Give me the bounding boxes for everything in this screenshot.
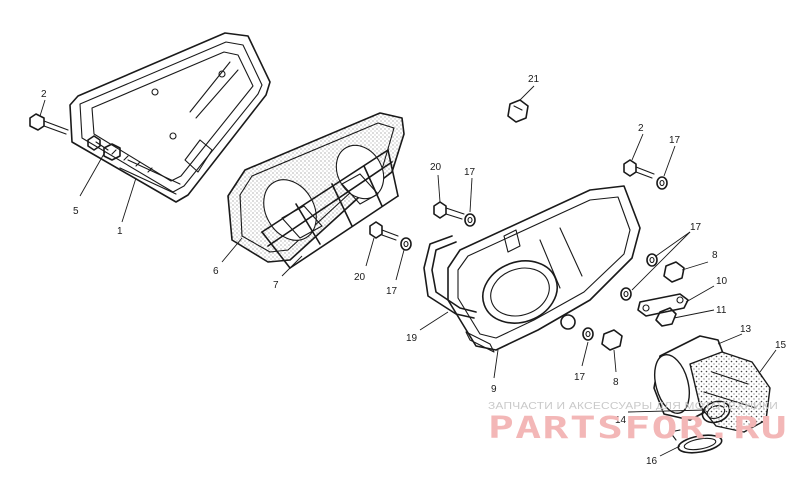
clip [507,99,529,123]
callout-11: 11 [716,305,727,316]
callout-13: 13 [740,324,752,335]
callout-10: 10 [716,276,728,287]
callouts: 2 5 1 6 7 20 17 20 17 21 2 17 17 8 10 11… [41,74,787,467]
watermark-logo: PARTSFOR.RU [488,411,788,446]
breather-pipe [423,235,477,319]
filter-cage [261,149,399,269]
callout-17-bottom: 17 [574,372,586,383]
callout-17-upper: 17 [464,167,476,178]
watermark: ЗАПЧАСТИ И АКСЕССУАРЫ ДЛЯ МОТОТЕХНИКИ PA… [488,400,788,446]
callout-6: 6 [213,266,219,277]
callout-16: 16 [646,456,658,467]
callout-19: 19 [406,333,418,344]
callout-17-right: 17 [669,135,681,146]
callout-14: 14 [615,415,627,426]
callout-21: 21 [528,74,540,85]
clip-8-upper [663,261,685,283]
callout-20-upper: 20 [430,162,442,173]
clamp-ring [701,400,731,424]
callout-7: 7 [273,280,279,291]
callout-15: 15 [775,340,787,351]
watermark-subtitle: ЗАПЧАСТИ И АКСЕССУАРЫ ДЛЯ МОТОТЕХНИКИ [488,400,778,412]
callout-2-left: 2 [41,89,47,100]
callout-8-lower: 8 [613,377,619,388]
hose-clamp [669,429,723,454]
airbox-housing [447,185,641,353]
washer-17-low [620,287,632,301]
washer-17-lower [400,237,412,251]
grommet [87,135,121,161]
callout-9: 9 [491,384,497,395]
airbox-cover [69,32,271,203]
callout-1: 1 [117,226,123,237]
callout-2-right: 2 [638,123,644,134]
washer-right [656,176,668,190]
callout-5: 5 [73,206,79,217]
callout-17-lower: 17 [386,286,398,297]
washer-17-mid [646,253,658,267]
bracket-10 [637,293,689,317]
washer-17-bottom [582,327,594,341]
callout-20-lower: 20 [354,272,366,283]
screw-20-lower [369,221,399,241]
screw-left [29,113,69,135]
callout-17-mid: 17 [690,222,702,233]
air-filter-element [227,112,405,263]
callout-8-upper: 8 [712,250,718,261]
foam-filter [689,351,771,433]
clip-8-lower [601,329,623,351]
screw-right [623,159,655,179]
clip-11 [655,307,677,327]
leader-lines [39,85,777,457]
washer-17-upper [464,213,476,227]
screw-20-upper [433,201,465,220]
